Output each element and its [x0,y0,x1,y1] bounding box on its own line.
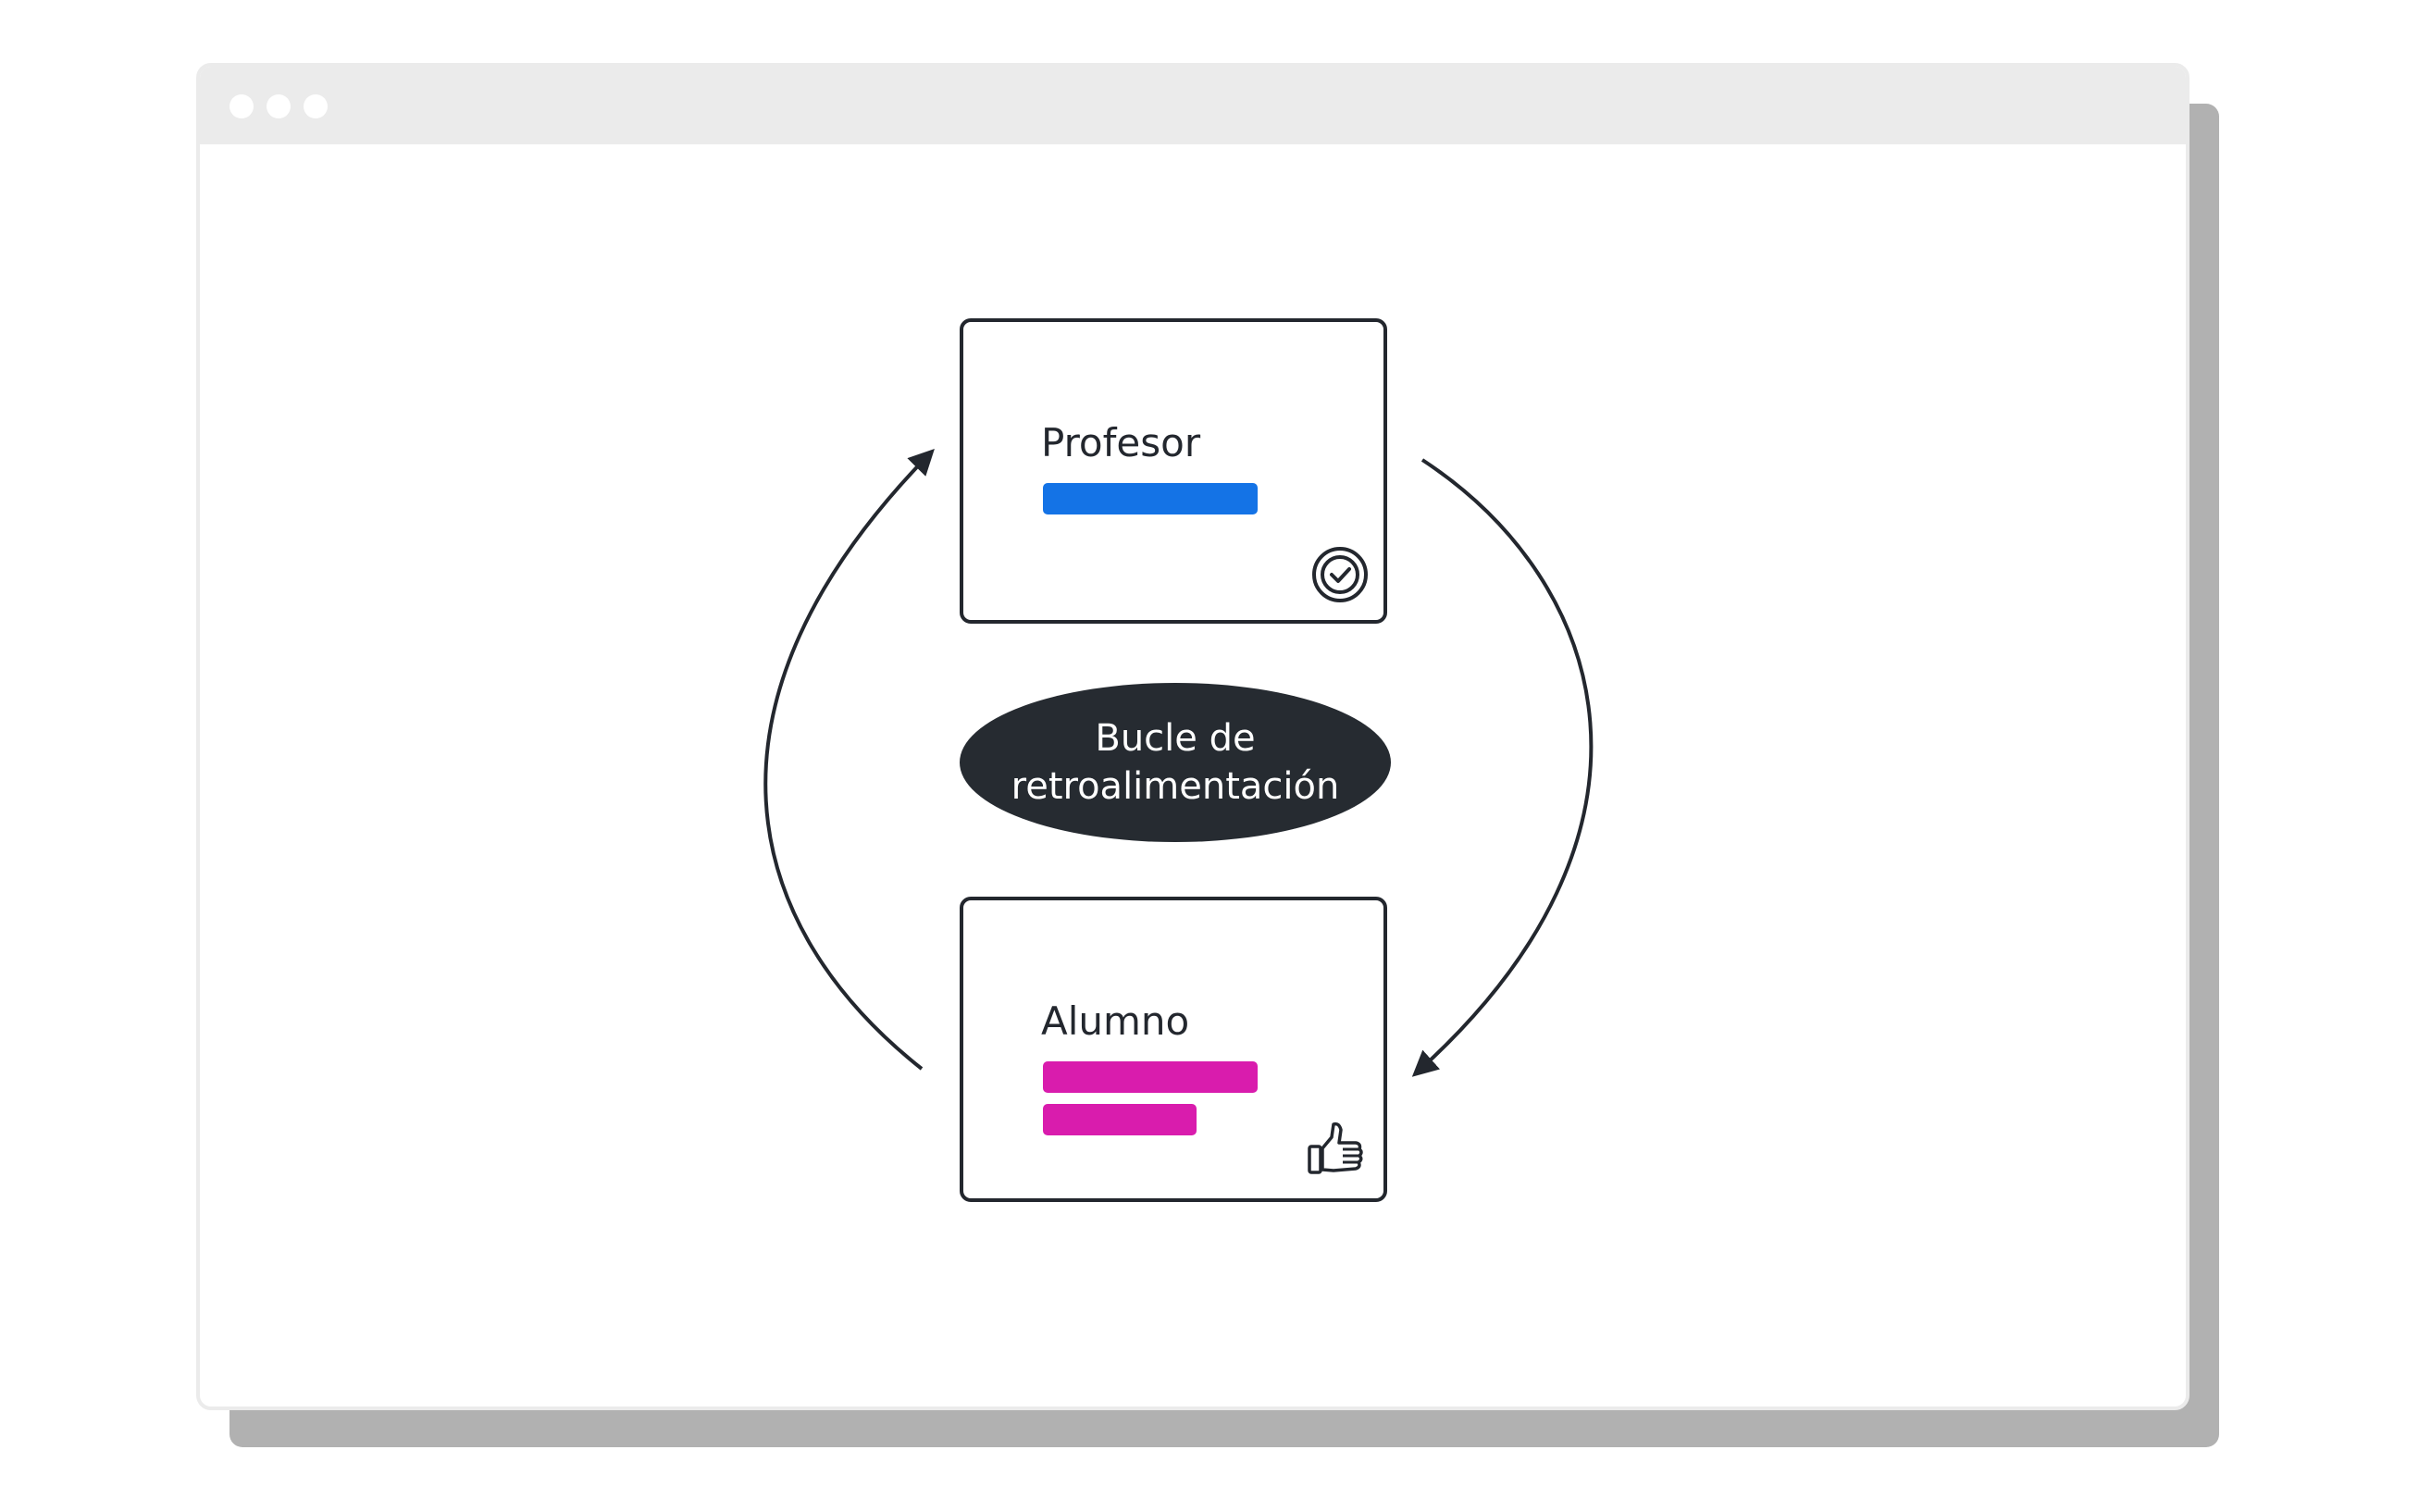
student-feedback-bar [1043,1061,1258,1093]
thumbs-up-icon [1308,1122,1363,1174]
window-titlebar [200,67,2186,144]
student-card: Alumno [960,897,1387,1202]
window-dot-icon [229,94,254,118]
arrow-teacher-to-student [1411,458,1594,1077]
feedback-loop-line1: Bucle de [1095,717,1256,760]
arrow-student-to-teacher [763,449,935,1071]
teacher-feedback-bar [1043,483,1258,514]
teacher-card: Profesor [960,318,1387,624]
window-dot-icon [267,94,291,118]
student-card-title: Alumno [1041,998,1190,1044]
feedback-loop-line2: retroalimentación [1011,765,1340,808]
window-dot-icon [304,94,328,118]
student-feedback-bar [1043,1104,1197,1135]
check-badge-icon [1312,547,1368,602]
teacher-card-title: Profesor [1041,420,1201,465]
feedback-loop-label: Bucle de retroalimentación [960,683,1391,842]
